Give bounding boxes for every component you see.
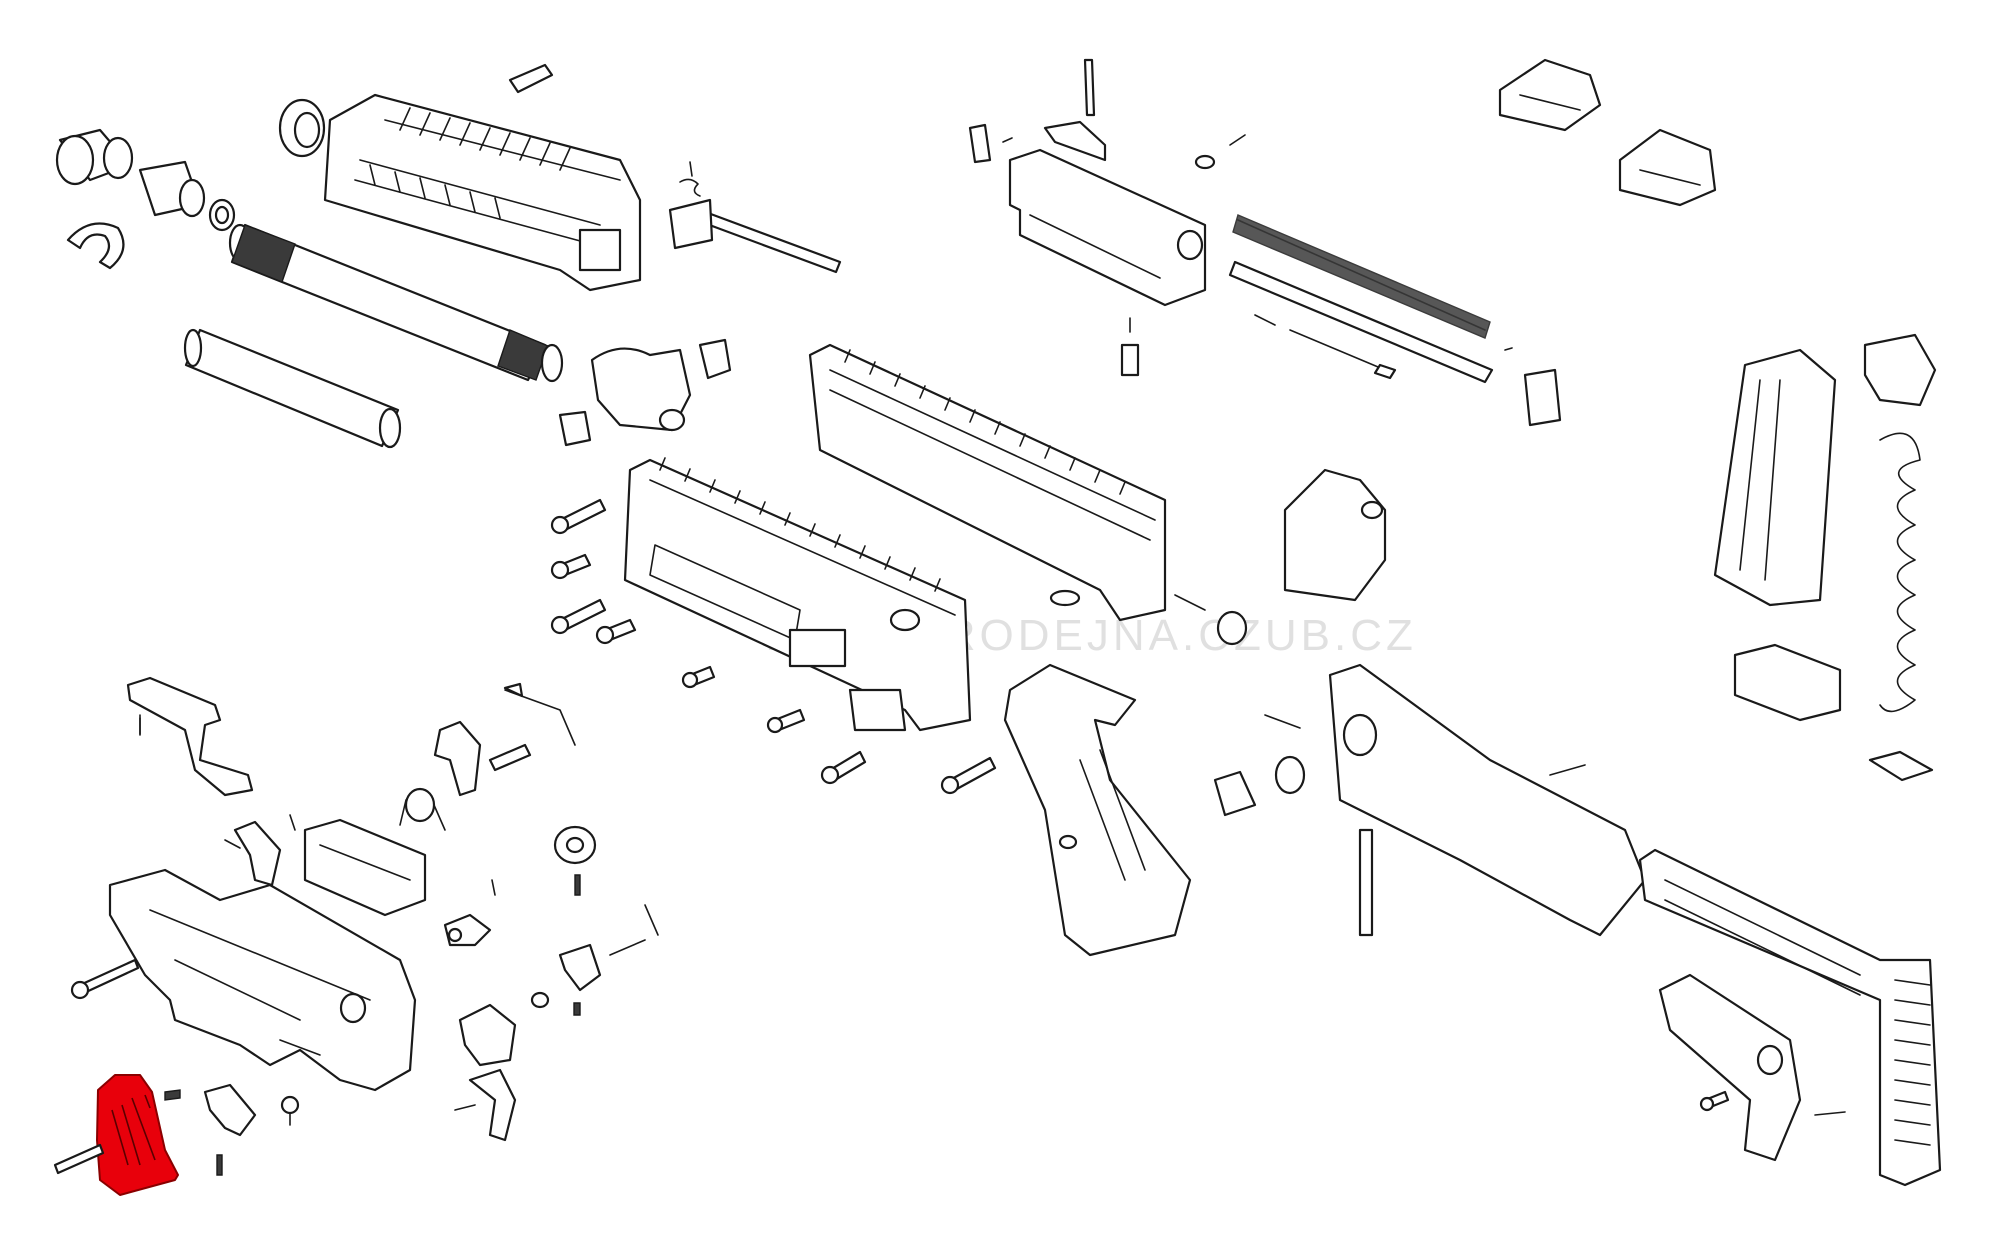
sear-spring[interactable] (574, 874, 581, 896)
rear-sight-left[interactable] (1498, 58, 1602, 132)
roller-pin[interactable] (1194, 154, 1216, 170)
butt-plate-ridges (1894, 979, 1931, 1146)
stock-lock-pin[interactable] (1699, 1090, 1730, 1112)
small-bushing[interactable] (530, 991, 550, 1009)
selector-pin-long[interactable] (53, 1143, 105, 1175)
extractor[interactable] (1043, 120, 1107, 162)
thread-adapter[interactable] (138, 160, 206, 218)
receiver-screw-3[interactable] (550, 598, 607, 635)
magazine-follower[interactable] (1863, 333, 1937, 407)
magazine-well-block[interactable] (1283, 468, 1387, 602)
upper-receiver-top[interactable] (808, 343, 1167, 622)
collar-ring[interactable] (278, 98, 326, 158)
small-spring-top[interactable] (1229, 134, 1246, 146)
magazine[interactable] (1713, 348, 1837, 607)
disconnector-spring[interactable] (503, 682, 576, 746)
handguard-rail-slots (369, 107, 571, 219)
sear-pin-small[interactable] (289, 814, 296, 831)
bolt-carrier[interactable] (1008, 148, 1207, 307)
charging-handle-rod[interactable] (668, 198, 842, 274)
folding-stock-arm[interactable] (1638, 848, 1942, 1187)
spring-small-top[interactable] (679, 178, 701, 197)
sear-plate[interactable] (233, 820, 282, 887)
hammer[interactable] (433, 720, 482, 797)
rail-teeth (844, 349, 1126, 495)
firing-pin-top[interactable] (1083, 58, 1096, 117)
auto-sear-assembly[interactable] (443, 913, 492, 947)
stock-hinge-block[interactable] (1328, 663, 1647, 937)
trigger-bar[interactable] (458, 1003, 517, 1067)
receiver-screw-7[interactable] (820, 750, 867, 785)
stock-pin-vertical[interactable] (1358, 828, 1374, 937)
trigger-housing[interactable] (303, 818, 427, 917)
tiny-pin-a[interactable] (1002, 137, 1013, 143)
hinge-spring-pin[interactable] (1264, 714, 1301, 729)
sear-pin-tiny[interactable] (224, 839, 241, 849)
washer[interactable] (208, 198, 236, 232)
trigger-spring-coil[interactable] (644, 904, 659, 936)
clip-ring[interactable] (66, 222, 125, 270)
recoil-spring[interactable] (1232, 214, 1491, 339)
receiver-screw-2[interactable] (550, 553, 592, 580)
stock-small-pin[interactable] (1549, 764, 1586, 776)
magazine-release-block[interactable] (848, 688, 907, 732)
buffer-cap[interactable] (1216, 610, 1248, 646)
small-spring-center[interactable] (573, 1002, 581, 1016)
hinge-button[interactable] (1213, 770, 1257, 817)
trigger[interactable] (468, 1068, 517, 1142)
ejector-pin[interactable] (609, 939, 646, 956)
disconnector[interactable] (558, 943, 602, 992)
hammer-spring[interactable] (399, 787, 446, 831)
lower-receiver[interactable] (108, 868, 417, 1092)
stock-small-spring[interactable] (1814, 1111, 1846, 1116)
trigger-pin-long[interactable] (70, 958, 140, 1000)
trigger-pin-short[interactable] (454, 1104, 476, 1111)
lower-upper-receiver[interactable] (623, 457, 972, 732)
flash-hider[interactable] (55, 128, 134, 186)
sight-nut[interactable] (558, 410, 592, 447)
selector-plunger[interactable] (216, 1154, 223, 1176)
front-sight-block[interactable] (590, 347, 692, 432)
bolt-latch-small[interactable] (968, 123, 992, 164)
bolt-stop[interactable] (1523, 368, 1562, 427)
receiver-screw-5[interactable] (681, 665, 716, 689)
receiver-screw-1[interactable] (550, 498, 607, 535)
pistol-grip[interactable] (1003, 663, 1192, 957)
selector-screw[interactable] (280, 1095, 300, 1126)
barrel[interactable] (228, 223, 564, 383)
small-pin-top[interactable] (689, 161, 693, 177)
handguard-pin[interactable] (508, 63, 554, 94)
tiny-pin-b[interactable] (1504, 347, 1513, 351)
selector-detent[interactable] (203, 1083, 257, 1137)
magazine-base[interactable] (1868, 750, 1934, 782)
magazine-floorplate[interactable] (1733, 643, 1842, 722)
receiver-rail-teeth (659, 457, 941, 592)
selector-small-spring[interactable] (164, 1089, 181, 1101)
barrel-cylinder[interactable] (183, 328, 402, 449)
hinge-spring[interactable] (1274, 755, 1306, 795)
magazine-spring[interactable] (1879, 432, 1921, 713)
stock-lock-lever[interactable] (1658, 973, 1802, 1162)
handguard[interactable] (323, 93, 642, 292)
bolt-catch-pin[interactable] (491, 879, 496, 896)
sight-clip[interactable] (698, 338, 732, 380)
sear[interactable] (553, 825, 597, 865)
bolt-pin-vertical[interactable] (1120, 317, 1140, 377)
safety-lever-left[interactable] (126, 676, 254, 797)
rear-sight-right[interactable] (1618, 128, 1717, 207)
receiver-screw-8[interactable] (940, 756, 997, 795)
firing-pin-assembly[interactable] (1254, 314, 1397, 380)
guide-rod[interactable] (1228, 260, 1494, 384)
receiver-screw-4[interactable] (595, 618, 637, 645)
hammer-pin[interactable] (488, 743, 532, 772)
highlighted-selector-part[interactable] (96, 1074, 179, 1196)
receiver-screw-6[interactable] (766, 708, 806, 734)
buffer-spring[interactable] (1174, 594, 1206, 611)
